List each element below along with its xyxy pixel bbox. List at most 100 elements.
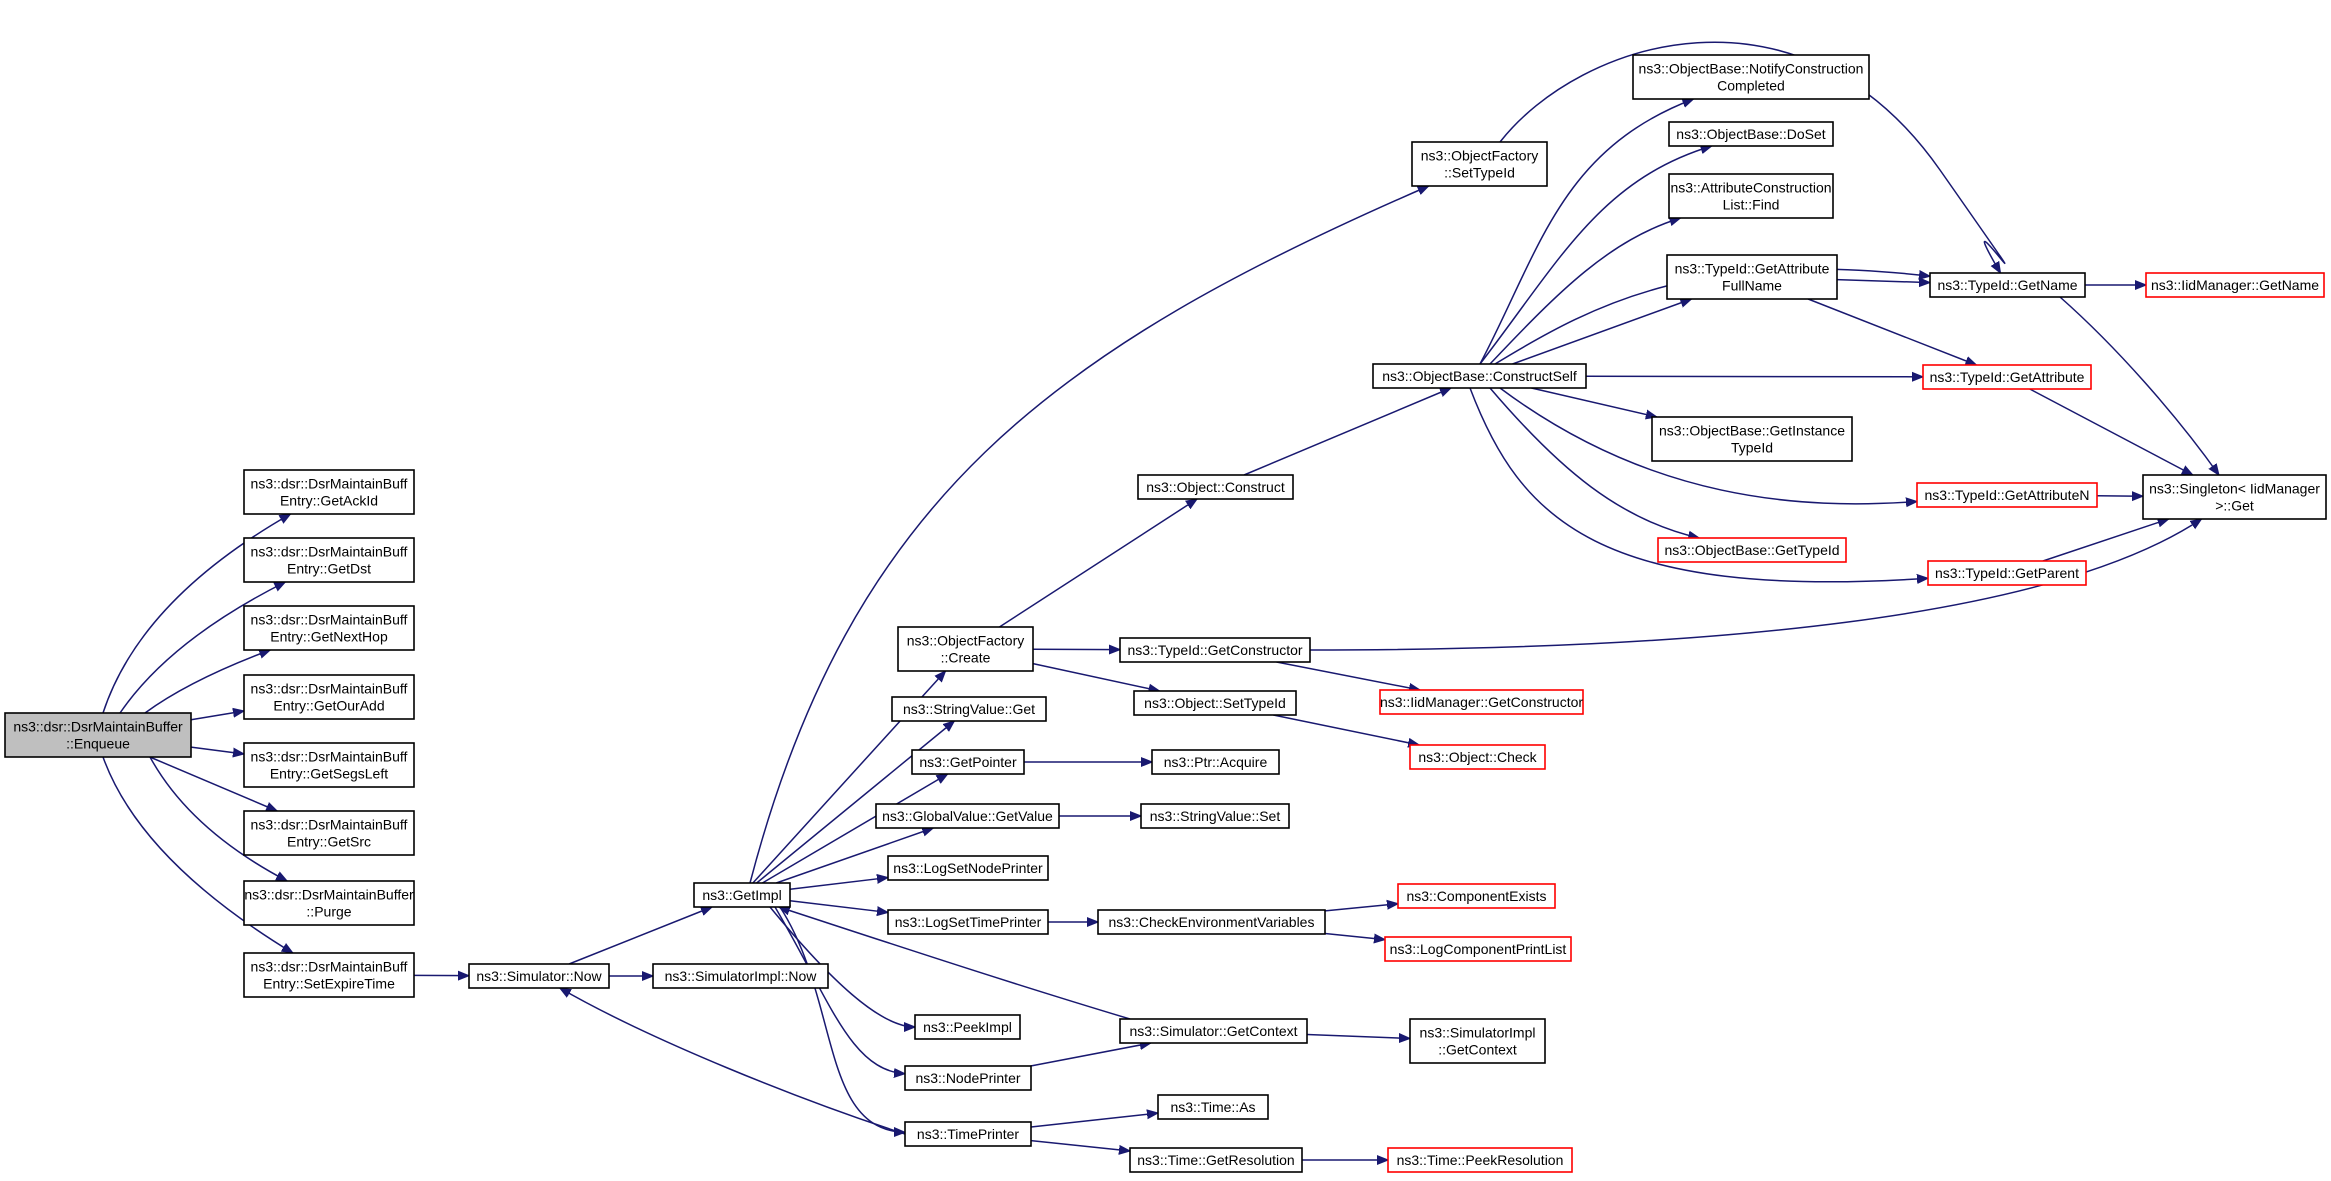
node-obgettypeid[interactable]: ns3::ObjectBase::GetTypeId — [1657, 537, 1847, 563]
node-iidgetname[interactable]: ns3::IidManager::GetName — [2145, 272, 2325, 298]
node-timeprinter[interactable]: ns3::TimePrinter — [904, 1121, 1032, 1147]
node-box — [243, 952, 415, 998]
node-label: ns3::dsr::DsrMaintainBuff — [251, 476, 408, 492]
node-enqueue[interactable]: ns3::dsr::DsrMaintainBuffer::Enqueue — [4, 712, 192, 758]
edge-tidgetctor-to-iidgetctor — [1276, 661, 1421, 690]
node-label: Entry::GetOurAdd — [273, 698, 384, 714]
node-timeas[interactable]: ns3::Time::As — [1157, 1094, 1269, 1120]
node-label: Entry::GetNextHop — [270, 629, 388, 645]
node-purge[interactable]: ns3::dsr::DsrMaintainBuffer::Purge — [243, 880, 415, 926]
edge-line — [1273, 714, 1419, 745]
node-iidgetctor[interactable]: ns3::IidManager::GetConstructor — [1379, 689, 1584, 715]
node-ofsettypeid[interactable]: ns3::ObjectFactory::SetTypeId — [1411, 141, 1548, 187]
node-gvgetvalue[interactable]: ns3::GlobalValue::GetValue — [875, 803, 1060, 829]
node-getsegsleft[interactable]: ns3::dsr::DsrMaintainBuffEntry::GetSegsL… — [243, 742, 415, 788]
node-ptracquire[interactable]: ns3::Ptr::Acquire — [1151, 749, 1280, 775]
node-label: ns3::PeekImpl — [923, 1019, 1012, 1035]
node-label: ns3::Time::PeekResolution — [1397, 1152, 1564, 1168]
node-setexpire[interactable]: ns3::dsr::DsrMaintainBuffEntry::SetExpir… — [243, 952, 415, 998]
node-box — [897, 626, 1034, 672]
edge-line — [1499, 387, 1917, 504]
node-box — [875, 803, 1060, 829]
node-objconstruct[interactable]: ns3::Object::Construct — [1137, 474, 1294, 500]
node-logsettime[interactable]: ns3::LogSetTimePrinter — [887, 909, 1049, 935]
node-label: ns3::ObjectBase::GetInstance — [1659, 423, 1845, 439]
node-ofcreate[interactable]: ns3::ObjectFactory::Create — [897, 626, 1034, 672]
node-getnexthop[interactable]: ns3::dsr::DsrMaintainBuffEntry::GetNextH… — [243, 605, 415, 651]
edge-line — [756, 721, 955, 884]
node-timepeekres[interactable]: ns3::Time::PeekResolution — [1387, 1147, 1573, 1173]
node-label: ns3::NodePrinter — [915, 1070, 1020, 1086]
node-tidgetattrn[interactable]: ns3::TypeId::GetAttributeN — [1916, 482, 2098, 508]
node-label: ns3::TypeId::GetParent — [1935, 565, 2079, 581]
node-label: ::GetContext — [1438, 1042, 1517, 1058]
edge-line — [1499, 41, 2006, 273]
node-obconstructself[interactable]: ns3::ObjectBase::ConstructSelf — [1372, 363, 1587, 389]
node-stringget[interactable]: ns3::StringValue::Get — [891, 696, 1047, 722]
node-compexists[interactable]: ns3::ComponentExists — [1397, 883, 1556, 909]
node-box — [243, 537, 415, 583]
node-layer: ns3::dsr::DsrMaintainBuffer::Enqueuens3:… — [4, 54, 2327, 1173]
edge-line — [1306, 1035, 1410, 1039]
node-simgetctx[interactable]: ns3::Simulator::GetContext — [1119, 1018, 1308, 1044]
node-getpointer[interactable]: ns3::GetPointer — [911, 749, 1025, 775]
node-nodeprinter[interactable]: ns3::NodePrinter — [904, 1065, 1032, 1091]
edge-line — [149, 756, 287, 881]
node-obnotify[interactable]: ns3::ObjectBase::NotifyConstructionCompl… — [1632, 54, 1870, 100]
node-box — [887, 909, 1049, 935]
node-label: ns3::AttributeConstruction — [1670, 180, 1831, 196]
edge-line — [1469, 387, 1928, 582]
node-box — [911, 749, 1025, 775]
edge-getimpl-to-logsettime — [789, 899, 888, 913]
node-checkenv[interactable]: ns3::CheckEnvironmentVariables — [1097, 909, 1326, 935]
edge-line — [1531, 387, 1656, 417]
node-getimpl[interactable]: ns3::GetImpl — [693, 882, 791, 908]
node-label: ns3::CheckEnvironmentVariables — [1109, 914, 1315, 930]
node-box — [904, 1065, 1032, 1091]
node-box — [2145, 272, 2325, 298]
node-box — [243, 605, 415, 651]
edge-line — [1489, 218, 1681, 365]
edge-obconstructself-to-tidgetattrn — [1499, 387, 1917, 504]
node-label: ns3::ComponentExists — [1406, 888, 1546, 904]
node-getouradd[interactable]: ns3::dsr::DsrMaintainBuffEntry::GetOurAd… — [243, 674, 415, 720]
node-tidgetattr[interactable]: ns3::TypeId::GetAttribute — [1922, 364, 2092, 390]
node-obdoset[interactable]: ns3::ObjectBase::DoSet — [1668, 121, 1834, 147]
node-objsettypeid[interactable]: ns3::Object::SetTypeId — [1133, 690, 1297, 716]
node-label: ::SetTypeId — [1444, 165, 1515, 181]
node-logcompprint[interactable]: ns3::LogComponentPrintList — [1384, 936, 1572, 962]
node-tidgetname[interactable]: ns3::TypeId::GetName — [1929, 272, 2086, 298]
node-label: ns3::Ptr::Acquire — [1164, 754, 1268, 770]
node-singletonget[interactable]: ns3::Singleton< IidManager >::Get — [2142, 474, 2327, 520]
node-logsetnode[interactable]: ns3::LogSetNodePrinter — [887, 855, 1049, 881]
edge-line — [1276, 661, 1421, 690]
node-simnow[interactable]: ns3::Simulator::Now — [468, 963, 610, 989]
edge-getimpl-to-ofsettypeid — [749, 185, 1429, 884]
node-tidgetctor[interactable]: ns3::TypeId::GetConstructor — [1119, 637, 1311, 663]
edge-line — [102, 756, 293, 953]
node-peekimpl[interactable]: ns3::PeekImpl — [914, 1014, 1021, 1040]
node-objcheck[interactable]: ns3::Object::Check — [1409, 744, 1546, 770]
edge-line — [779, 906, 905, 1132]
node-label: ns3::GetPointer — [919, 754, 1017, 770]
node-timegetres[interactable]: ns3::Time::GetResolution — [1129, 1147, 1303, 1173]
node-label: ns3::StringValue::Set — [1150, 808, 1281, 824]
node-label: ns3::dsr::DsrMaintainBuff — [251, 817, 408, 833]
node-simimplnow[interactable]: ns3::SimulatorImpl::Now — [652, 963, 829, 989]
edge-obconstructself-to-obnotify — [1479, 99, 1693, 365]
edge-enqueue-to-getnexthop — [144, 650, 270, 714]
node-label: ns3::GlobalValue::GetValue — [882, 808, 1053, 824]
node-stringset[interactable]: ns3::StringValue::Set — [1140, 803, 1290, 829]
edge-line — [1030, 1113, 1158, 1128]
node-label: ns3::TimePrinter — [917, 1126, 1020, 1142]
node-label: ns3::ObjectBase::NotifyConstruction — [1639, 61, 1864, 77]
node-simimplgetctx[interactable]: ns3::SimulatorImpl::GetContext — [1409, 1018, 1546, 1064]
node-tidgetparent[interactable]: ns3::TypeId::GetParent — [1927, 560, 2087, 586]
